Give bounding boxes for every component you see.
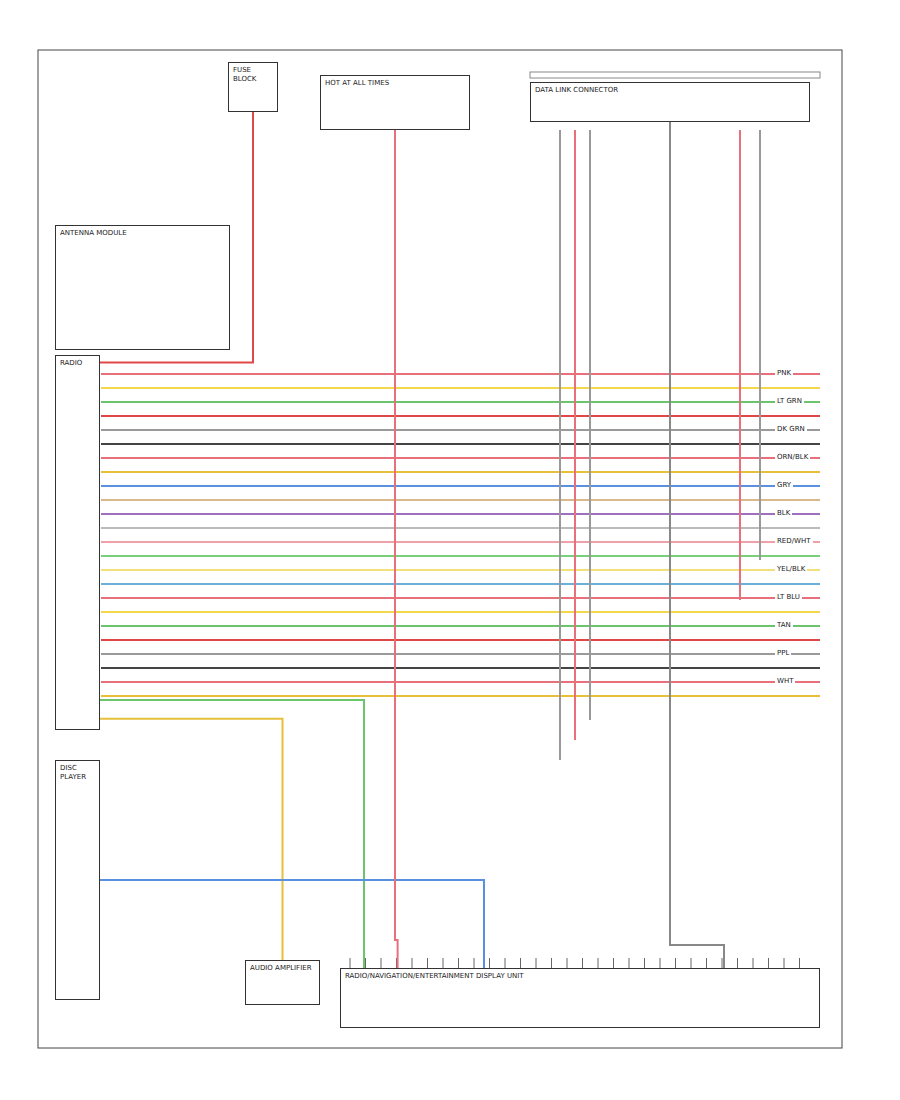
component-label: RADIO: [56, 356, 99, 371]
harness-wire: [101, 667, 820, 669]
component-box: FUSE BLOCK: [228, 62, 278, 112]
pin-stub: [412, 958, 413, 968]
component-box: RADIO: [55, 355, 100, 730]
wire-connector: [100, 880, 484, 968]
connector-shell: [530, 72, 820, 78]
harness-wire: [574, 130, 576, 740]
pin-stub: [365, 958, 366, 968]
pin-stub: [505, 958, 506, 968]
component-box: DATA LINK CONNECTOR: [530, 82, 810, 122]
harness-wire: [101, 625, 820, 627]
pin-stub: [381, 958, 382, 968]
component-box: AUDIO AMPLIFIER: [245, 960, 320, 1005]
wire-color-code: TAN: [775, 621, 793, 630]
harness-wire: [101, 611, 820, 613]
connectors: [100, 112, 724, 968]
pin-stub: [768, 958, 769, 968]
harness-wire: [101, 457, 820, 459]
pin-stub: [536, 958, 537, 968]
harness-wire: [101, 415, 820, 417]
harness-wire: [589, 130, 591, 720]
component-label: RADIO/NAVIGATION/ENTERTAINMENT DISPLAY U…: [341, 969, 819, 984]
pin-stub: [691, 958, 692, 968]
harness-wire: [101, 513, 820, 515]
wire-color-code: PPL: [775, 649, 791, 658]
component-box: ANTENNA MODULE: [55, 225, 230, 350]
pin-stub: [753, 958, 754, 968]
harness-wire: [101, 373, 820, 375]
component-label: ANTENNA MODULE: [56, 226, 229, 241]
harness-wire: [559, 130, 561, 760]
harness-wire: [101, 555, 820, 557]
wire-connector: [100, 700, 364, 968]
harness-wire: [101, 681, 820, 683]
wire-color-code: LT BLU: [775, 593, 802, 602]
pin-stub: [567, 958, 568, 968]
pin-stub: [598, 958, 599, 968]
wire-connector: [100, 112, 253, 363]
page-frame: [38, 50, 842, 1048]
component-label: DATA LINK CONNECTOR: [531, 83, 809, 98]
pin-stub: [458, 958, 459, 968]
pin-stub: [629, 958, 630, 968]
wire-color-code: LT GRN: [775, 397, 804, 406]
harness-wire: [101, 401, 820, 403]
component-box: HOT AT ALL TIMES: [320, 75, 470, 130]
component-label: HOT AT ALL TIMES: [321, 76, 469, 91]
harness-wire: [101, 527, 820, 529]
pin-stub: [520, 958, 521, 968]
wire-color-code: WHT: [775, 677, 795, 686]
harness-wire: [101, 499, 820, 501]
wire-connector: [395, 130, 398, 968]
pin-stub: [706, 958, 707, 968]
pin-stub: [722, 958, 723, 968]
wire-color-code: PNK: [775, 369, 793, 378]
pin-stub: [489, 958, 490, 968]
harness-wire: [101, 387, 820, 389]
pin-stub: [551, 958, 552, 968]
harness-wire: [101, 653, 820, 655]
wire-color-code: DK GRN: [775, 425, 807, 434]
component-label: AUDIO AMPLIFIER: [246, 961, 319, 976]
component-label: DISC PLAYER: [56, 761, 99, 785]
harness-wire: [101, 471, 820, 473]
wire-connector: [670, 122, 724, 968]
pin-stub: [737, 958, 738, 968]
pin-stub: [784, 958, 785, 968]
pin-stub: [582, 958, 583, 968]
pin-stub: [660, 958, 661, 968]
wire-color-code: BLK: [775, 509, 792, 518]
harness-wire: [101, 541, 820, 543]
component-label: FUSE BLOCK: [229, 63, 277, 87]
harness-wire: [101, 597, 820, 599]
harness-wire: [101, 485, 820, 487]
pin-stub: [474, 958, 475, 968]
pin-stub: [799, 958, 800, 968]
harness-wire: [759, 130, 761, 560]
component-box: DISC PLAYER: [55, 760, 100, 1000]
harness-wire: [101, 443, 820, 445]
harness-wire: [101, 695, 820, 697]
pin-stubs: [350, 958, 800, 968]
harness-wire: [101, 583, 820, 585]
wire-connector: [100, 719, 283, 960]
pin-stub: [613, 958, 614, 968]
pin-stub: [644, 958, 645, 968]
pin-stub: [350, 958, 351, 968]
pin-stub: [443, 958, 444, 968]
wire-color-code: ORN/BLK: [775, 453, 810, 462]
harness-wire: [101, 639, 820, 641]
pin-stub: [427, 958, 428, 968]
harness-wire: [101, 429, 820, 431]
component-box: RADIO/NAVIGATION/ENTERTAINMENT DISPLAY U…: [340, 968, 820, 1028]
harness-wire: [101, 569, 820, 571]
pin-stub: [675, 958, 676, 968]
wire-color-code: YEL/BLK: [775, 565, 807, 574]
wire-color-code: GRY: [775, 481, 793, 490]
wire-color-code: RED/WHT: [775, 537, 813, 546]
harness-wire: [739, 130, 741, 600]
